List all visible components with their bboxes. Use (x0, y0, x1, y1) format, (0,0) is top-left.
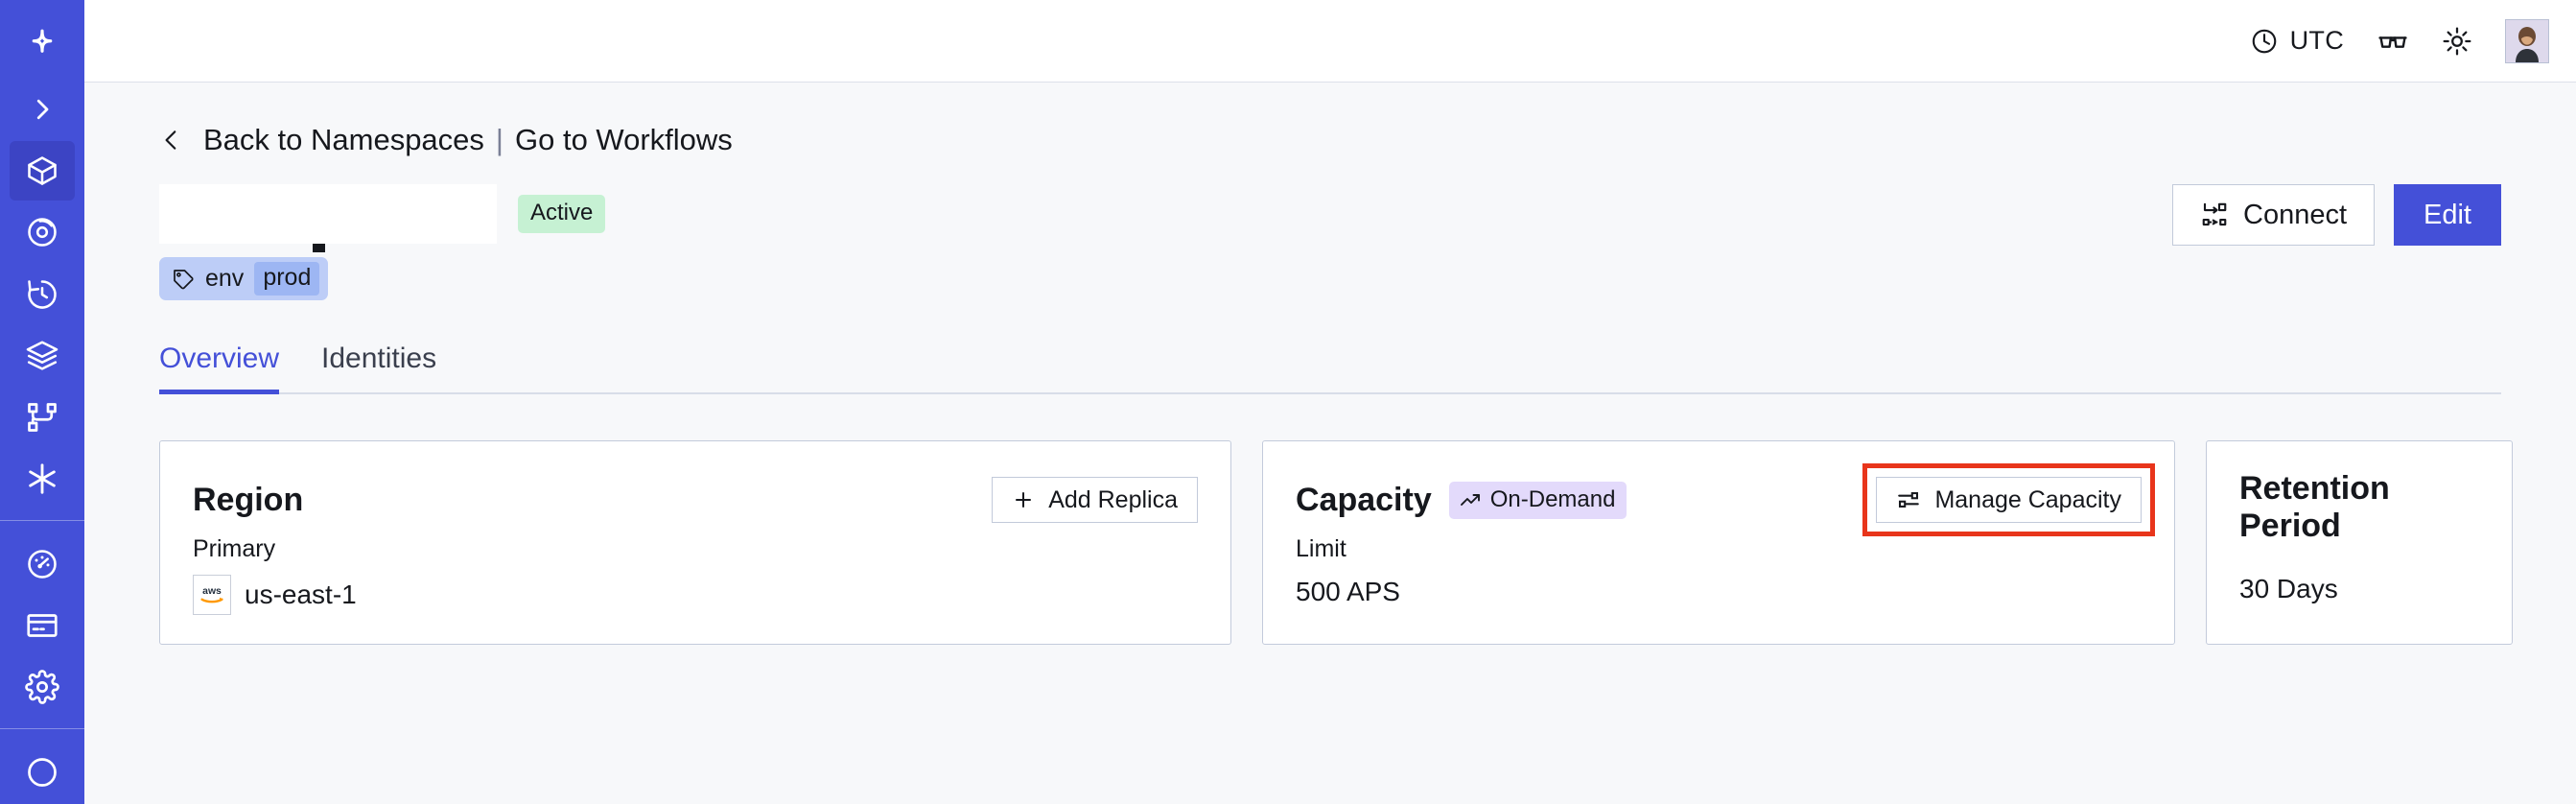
capacity-mode-badge: On-Demand (1448, 481, 1628, 519)
timezone-label: UTC (2289, 26, 2344, 55)
region-card: Region Add Replica Primary (159, 440, 1231, 645)
back-link-label: Back to Namespaces (203, 123, 484, 156)
sidebar-item-billing[interactable] (10, 596, 75, 655)
region-card-title: Region (193, 481, 304, 518)
sidebar (0, 0, 84, 804)
sparkle-logo-icon[interactable] (0, 13, 84, 79)
capacity-limit-label: Limit (1296, 535, 1347, 562)
go-to-workflows-link[interactable]: Go to Workflows (514, 123, 733, 156)
main-area: UTC (84, 0, 2576, 804)
breadcrumb: Back to Namespaces | Go to Workflows (159, 123, 2501, 157)
sidebar-item-settings[interactable] (10, 657, 75, 717)
edit-button[interactable]: Edit (2394, 184, 2501, 246)
sidebar-item-usage[interactable] (10, 534, 75, 594)
back-to-namespaces-link[interactable]: Back to Namespaces (159, 123, 484, 157)
capacity-limit-value: 500 APS (1296, 577, 1400, 606)
sidebar-expand-button[interactable] (0, 79, 84, 142)
sun-icon[interactable] (2442, 26, 2472, 57)
sidebar-item-namespaces[interactable] (10, 141, 75, 201)
page-title (159, 184, 497, 252)
tag-key: env (205, 265, 245, 292)
add-replica-label: Add Replica (1048, 485, 1178, 513)
retention-value: 30 Days (2239, 574, 2338, 603)
region-primary-value: us-east-1 (245, 579, 357, 609)
tab-overview[interactable]: Overview (159, 343, 280, 394)
tag-icon (172, 268, 195, 291)
chevron-left-icon (159, 125, 184, 155)
timezone-button[interactable]: UTC (2250, 26, 2344, 56)
connect-icon (2200, 201, 2229, 229)
namespace-name-redaction (159, 184, 497, 252)
title-row: Active Connect (159, 184, 2501, 252)
namespace-tag[interactable]: env prod (159, 257, 329, 300)
breadcrumb-separator: | (495, 123, 503, 156)
tab-bar: Overview Identities (159, 343, 2501, 394)
region-title-wrap: Region (193, 482, 303, 519)
capacity-card-title: Capacity (1296, 481, 1432, 518)
retention-card-title: Retention Period (2239, 470, 2390, 544)
tag-value: prod (254, 262, 320, 296)
add-replica-button[interactable]: Add Replica (992, 477, 1198, 523)
capacity-title-wrap: Capacity On-Demand (1296, 481, 1628, 519)
top-bar-actions: UTC (2250, 18, 2549, 63)
sidebar-item-connectors[interactable] (10, 449, 75, 508)
manage-capacity-label: Manage Capacity (1934, 485, 2121, 513)
sidebar-divider-lower (0, 728, 84, 729)
status-badge: Active (518, 195, 606, 233)
title-actions: Connect Edit (2172, 184, 2501, 246)
retention-card: Retention Period 30 Days (2206, 440, 2513, 645)
title-left-group: Active (159, 184, 606, 252)
sidebar-item-history[interactable] (10, 264, 75, 323)
capacity-card: Capacity On-Demand (1262, 440, 2175, 645)
sidebar-divider-upper (0, 519, 84, 521)
manage-capacity-button[interactable]: Manage Capacity (1876, 477, 2142, 523)
sidebar-item-help[interactable] (10, 743, 75, 802)
tag-row: env prod (159, 257, 2501, 300)
tab-identities[interactable]: Identities (321, 343, 437, 374)
manage-capacity-highlight: Manage Capacity (1862, 463, 2155, 536)
plus-icon (1012, 488, 1035, 511)
capacity-card-header: Capacity On-Demand (1296, 463, 2155, 536)
sidebar-item-workflows[interactable] (10, 388, 75, 447)
aws-logo-icon: aws (193, 575, 231, 615)
connect-button[interactable]: Connect (2172, 184, 2376, 246)
glasses-icon[interactable] (2377, 25, 2409, 58)
edit-label: Edit (2424, 199, 2471, 230)
region-primary-value-row: aws us-east-1 (193, 575, 1198, 615)
sidebar-item-observability[interactable] (10, 202, 75, 262)
capacity-mode-label: On-Demand (1489, 485, 1616, 512)
svg-text:aws: aws (202, 586, 222, 597)
connect-label: Connect (2243, 199, 2348, 230)
user-avatar[interactable] (2505, 18, 2549, 63)
region-primary-label: Primary (193, 535, 276, 562)
overview-cards: Region Add Replica Primary (159, 440, 2513, 645)
sidebar-item-layers[interactable] (10, 326, 75, 386)
top-bar: UTC (84, 0, 2576, 83)
trend-up-icon (1459, 488, 1482, 511)
region-card-header: Region Add Replica (193, 470, 1198, 530)
sliders-icon (1896, 487, 1921, 512)
retention-card-header: Retention Period (2239, 470, 2479, 545)
content-area: Back to Namespaces | Go to Workflows Act… (84, 83, 2576, 804)
clock-icon (2250, 27, 2279, 56)
namespace-name-descender (313, 244, 325, 252)
